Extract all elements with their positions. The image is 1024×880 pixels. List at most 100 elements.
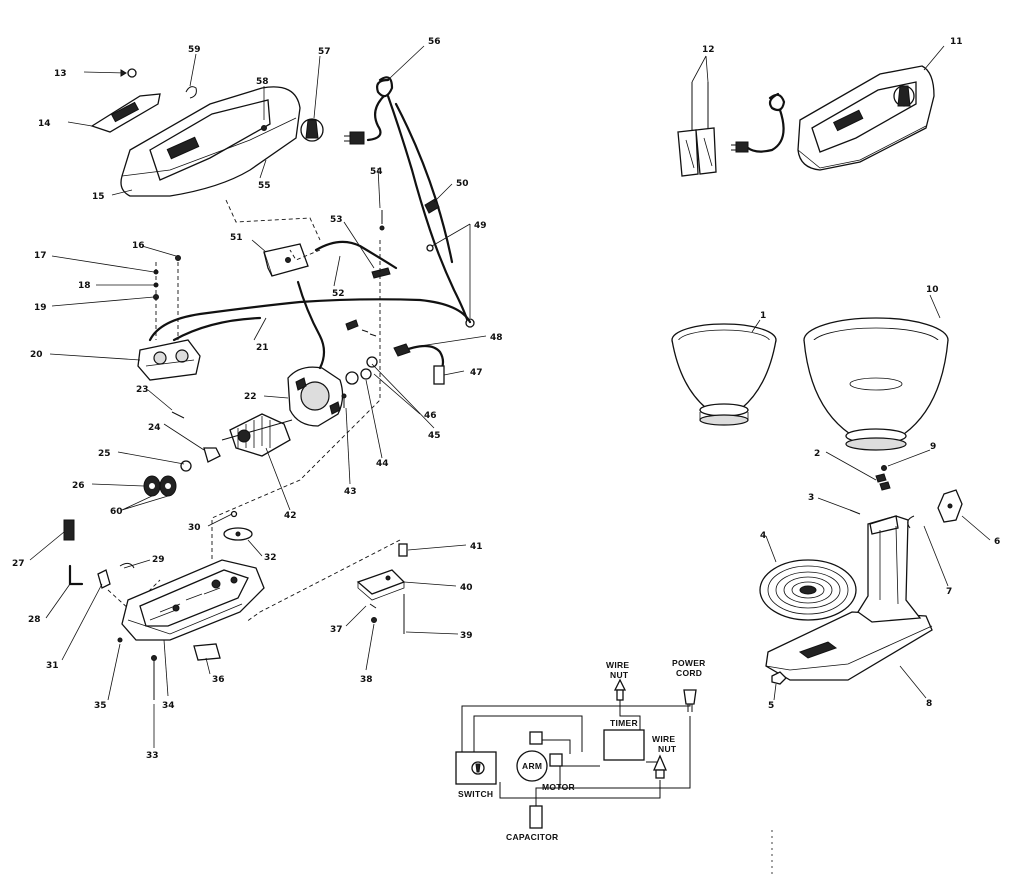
capacitor [529, 805, 543, 829]
wire-nut-right-body [655, 769, 665, 779]
callout-2: 2 [814, 449, 820, 459]
callout-47: 47 [470, 368, 483, 378]
wire-inner-loop [473, 715, 583, 752]
callout-19: 19 [34, 303, 47, 313]
screw-13 [127, 68, 137, 78]
wire-nut-49 [426, 244, 434, 252]
wire-to-timer [619, 700, 641, 730]
callout-40: 40 [460, 583, 473, 593]
motor-armature [516, 750, 548, 782]
gears-60 [143, 475, 177, 497]
power-cord-prongs [687, 704, 693, 712]
callout-3: 3 [808, 493, 814, 503]
connector-48 [393, 343, 411, 357]
field-lead [296, 280, 326, 370]
label-wire-nut-right-2: NUT [658, 744, 677, 754]
speed-control-20 [137, 339, 201, 381]
switch-51 [263, 243, 309, 277]
callout-45: 45 [428, 431, 441, 441]
screw-16 [175, 255, 181, 261]
callout-32: 32 [264, 553, 277, 563]
capacitor-47 [433, 365, 445, 385]
callout-28: 28 [28, 615, 41, 625]
wire-switch-return [499, 780, 661, 799]
bearing-24 [203, 447, 221, 463]
callout-30: 30 [188, 523, 201, 533]
wiring-schematic: WIRE NUT POWER CORD TIMER WIRE NUT ARM M… [455, 658, 705, 842]
label-timer: TIMER [610, 718, 638, 728]
release-lever-8 [937, 489, 963, 523]
spring-48c [361, 329, 377, 337]
screw-58 [261, 125, 267, 131]
brush-23 [171, 411, 185, 419]
timer-box [603, 729, 645, 761]
callout-15: 15 [92, 192, 105, 202]
callout-numbers: 13 14 15 59 58 55 57 56 50 54 53 49 51 5… [12, 37, 1000, 761]
small-bowl-1 [671, 323, 777, 426]
power-cord [344, 76, 470, 324]
latch-2 [875, 473, 891, 491]
screw-38 [371, 617, 377, 623]
callout-25: 25 [98, 449, 111, 459]
callout-8: 8 [926, 699, 932, 709]
armature-42 [221, 413, 293, 457]
latch-31 [97, 569, 111, 589]
callout-18: 18 [78, 281, 91, 291]
lower-housing-34 [121, 559, 265, 641]
washer-25 [180, 460, 192, 472]
callout-35: 35 [94, 701, 107, 711]
wire-harness-branch [172, 316, 262, 342]
callout-42: 42 [284, 511, 297, 521]
beaters-12 [677, 82, 717, 177]
terminal-48b [345, 319, 359, 331]
callout-44: 44 [376, 459, 389, 469]
callout-24: 24 [148, 423, 161, 433]
callout-57: 57 [318, 47, 331, 57]
callout-59: 59 [188, 45, 201, 55]
motor-brush-side [549, 753, 563, 767]
strain-relief-50 [424, 198, 440, 214]
motor-brush-top [529, 731, 543, 745]
callout-48: 48 [490, 333, 503, 343]
callout-37: 37 [330, 625, 343, 635]
callout-29: 29 [152, 555, 165, 565]
callout-10: 10 [926, 285, 939, 295]
bearing-45 [345, 371, 359, 385]
callout-27: 27 [12, 559, 25, 569]
wire-harness-21 [148, 298, 472, 342]
callout-14: 14 [38, 119, 51, 129]
callout-17: 17 [34, 251, 47, 261]
label-wire-nut-right-1: WIRE [652, 734, 675, 744]
callout-7: 7 [946, 587, 952, 597]
turntable-4 [759, 559, 857, 621]
wire-nut-top-body [616, 689, 624, 701]
mixer-head-cover [120, 86, 301, 197]
label-motor: MOTOR [542, 782, 575, 792]
assembled-mixer-head [731, 65, 935, 171]
large-bowl-10 [803, 317, 949, 451]
bracket-40 [356, 569, 406, 601]
callout-13: 13 [54, 69, 67, 79]
washer-37 [369, 603, 377, 609]
screw-35 [117, 637, 123, 643]
screw-33-head [151, 655, 157, 661]
callout-11: 11 [950, 37, 963, 47]
foot-5 [771, 671, 787, 685]
callout-1: 1 [760, 311, 766, 321]
callout-21: 21 [256, 343, 269, 353]
callout-49: 49 [474, 221, 487, 231]
bearing-plate-32 [223, 527, 253, 541]
label-switch: SWITCH [458, 789, 493, 799]
washer-30 [230, 510, 238, 518]
callout-33: 33 [146, 751, 159, 761]
callout-31: 31 [46, 661, 59, 671]
assembly-line-housing [211, 240, 381, 560]
lever-28 [68, 564, 84, 586]
leader-lines [29, 45, 991, 748]
callout-56: 56 [428, 37, 441, 47]
assembly-line-speed-control [155, 262, 179, 340]
assembly-line-bracket [245, 539, 401, 623]
lead-wire-52 [314, 240, 398, 270]
wire-cord-to-capacitor [535, 716, 691, 806]
